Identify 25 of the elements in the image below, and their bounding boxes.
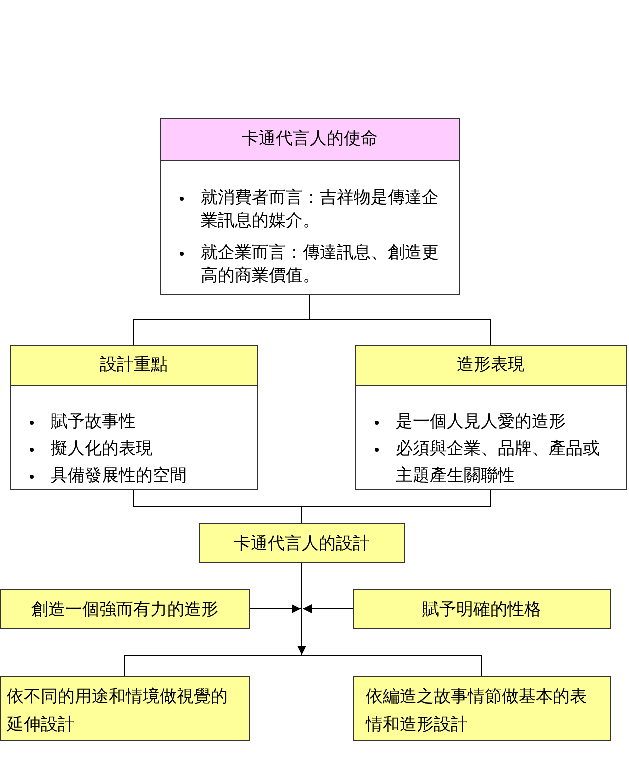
arrow [302, 604, 354, 614]
process-box: 依不同的用途和情境做視覺的延伸設計 [0, 676, 250, 741]
bullet-text: 是一個人見人愛的造形 [396, 411, 567, 434]
connector-line [302, 656, 482, 676]
process-box: 創造一個強而有力的造形 [0, 589, 250, 629]
connector-line [302, 490, 492, 524]
bullet-text: 賦予故事性 [51, 411, 137, 434]
card-heading: 造形表現 [356, 346, 626, 386]
card-heading: 卡通代言人的使命 [161, 119, 459, 161]
arrow [298, 562, 306, 656]
connector-line [310, 294, 492, 346]
info-card [355, 345, 627, 490]
bullet-text: 就企業而言：傳達訊息、創造更高的商業價值。 [201, 242, 440, 288]
bullet-text: 就消費者而言：吉祥物是傳達企業訊息的媒介。 [201, 187, 440, 233]
process-box: 依編造之故事情節做基本的表情和造形設計 [353, 676, 611, 741]
arrow [250, 604, 302, 614]
process-box: 賦予明確的性格 [353, 589, 611, 629]
bullet-text: 具備發展性的空間 [51, 465, 188, 488]
process-box: 卡通代言人的設計 [199, 523, 405, 563]
bullet-text: 必須與企業、品牌、產品或主題產生關聯性 [396, 438, 601, 488]
card-heading: 設計重點 [11, 346, 257, 386]
info-card [10, 345, 258, 490]
connector-line [124, 656, 302, 676]
bullet-text: 擬人化的表現 [51, 438, 154, 461]
info-card [160, 118, 460, 295]
